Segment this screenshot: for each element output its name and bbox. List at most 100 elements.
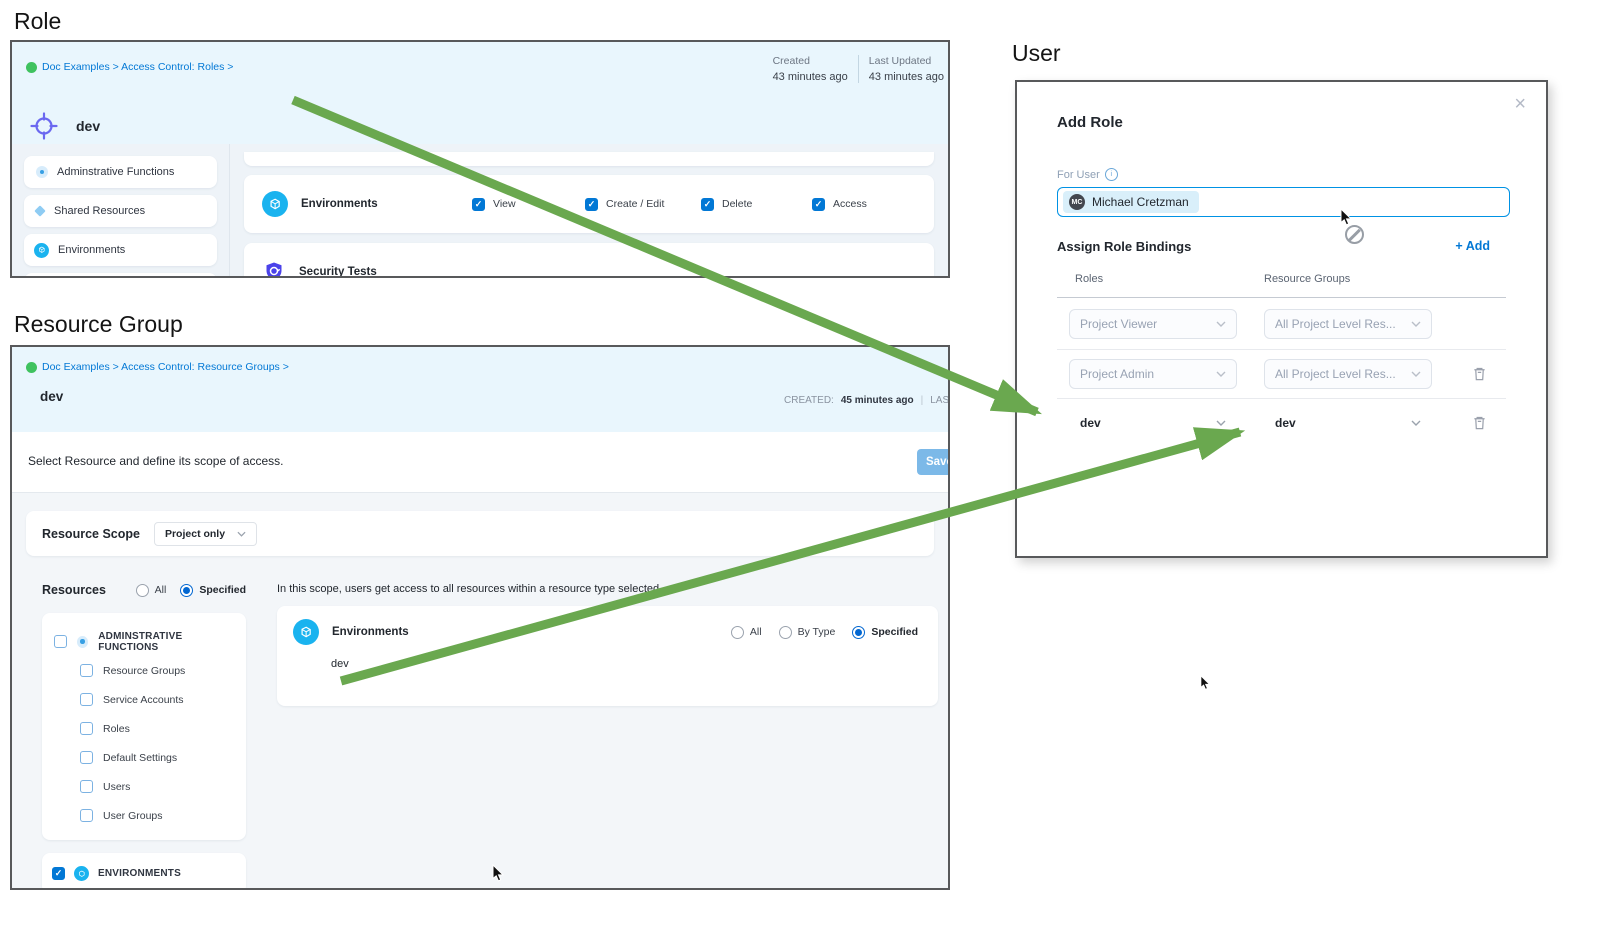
scope-all-radio[interactable]: All — [730, 625, 762, 639]
delete-checkbox[interactable] — [701, 197, 714, 211]
resources-all-radio[interactable]: All — [135, 583, 167, 597]
delete-binding-button[interactable] — [1472, 366, 1487, 382]
resource-group-select[interactable]: All Project Level Res... — [1264, 358, 1432, 389]
role-select-value: Project Viewer — [1080, 316, 1158, 331]
radio-icon[interactable] — [180, 583, 194, 597]
tree-item-roles[interactable]: Roles — [80, 714, 236, 743]
resource-group-select-value: All Project Level Res... — [1275, 316, 1396, 331]
binding-row: Project Viewer All Project Level Res... — [1057, 298, 1506, 350]
info-icon[interactable]: i — [1104, 168, 1118, 181]
breadcrumb-text[interactable]: Doc Examples > Access Control: Roles > — [42, 61, 234, 73]
add-binding-button[interactable]: + Add — [1455, 239, 1490, 253]
checkbox[interactable] — [80, 664, 93, 677]
row-label: Environments — [301, 198, 378, 210]
scope-hint-text: In this scope, users get access to all r… — [277, 583, 660, 595]
radio-icon[interactable] — [852, 625, 866, 639]
assign-role-bindings-label: Assign Role Bindings — [1057, 239, 1192, 254]
checkbox[interactable] — [80, 722, 93, 735]
radio-label: All — [154, 584, 167, 596]
role-sidebar: Adminstrative Functions Shared Resources… — [12, 144, 230, 276]
chevron-down-icon — [1216, 420, 1226, 426]
resource-group-select[interactable]: dev — [1264, 408, 1432, 438]
security-tests-permission-row: Security Tests — [244, 243, 934, 278]
scope-by-type-radio[interactable]: By Type — [778, 625, 836, 639]
tree-item-label: Default Settings — [103, 751, 178, 764]
role-select-value: dev — [1080, 415, 1101, 430]
administrative-functions-checkbox[interactable] — [54, 635, 67, 648]
chevron-down-icon — [1216, 371, 1226, 377]
resources-specified-radio[interactable]: Specified — [180, 583, 246, 597]
tree-item-service-accounts[interactable]: Service Accounts — [80, 685, 236, 714]
sidebar-item-environments[interactable]: Environments — [24, 234, 217, 266]
resource-groups-column-header: Resource Groups — [1264, 273, 1351, 285]
tree-parent-label: ADMINSTRATIVE FUNCTIONS — [98, 630, 183, 653]
last-updated-label: LAST UPD — [930, 395, 950, 406]
tree-item-default-settings[interactable]: Default Settings — [80, 743, 236, 772]
permission-label: View — [493, 198, 516, 210]
role-select[interactable]: Project Viewer — [1069, 308, 1237, 339]
radio-icon[interactable] — [730, 625, 744, 639]
binding-row: Project Admin All Project Level Res... — [1057, 349, 1506, 399]
sidebar-item-shared-resources[interactable]: Shared Resources — [24, 195, 217, 227]
sidebar-item-label: Environments — [58, 244, 126, 256]
resource-scope-value: Project only — [164, 527, 226, 540]
checkbox[interactable] — [80, 780, 93, 793]
checkbox[interactable] — [80, 809, 93, 822]
role-target-icon — [28, 110, 60, 142]
breadcrumb[interactable]: Doc Examples > Access Control: Resource … — [26, 361, 289, 373]
tree-item-label: Service Accounts — [103, 693, 184, 706]
tree-item-resource-groups[interactable]: Resource Groups — [80, 656, 236, 685]
sidebar-item-partial — [24, 273, 217, 276]
role-permissions-area: Environments View Create / Edit Delete — [230, 144, 948, 278]
resource-group-section-title: Resource Group — [14, 311, 183, 337]
project-icon — [26, 61, 37, 73]
environments-checkbox[interactable] — [52, 867, 65, 880]
row-label: Security Tests — [299, 266, 377, 278]
user-select-input[interactable]: MC Michael Cretzman — [1057, 187, 1510, 217]
resource-group-select-value: All Project Level Res... — [1275, 366, 1396, 381]
radio-icon[interactable] — [778, 625, 792, 639]
chevron-down-icon — [1411, 321, 1421, 327]
sidebar-item-administrative-functions[interactable]: Adminstrative Functions — [24, 156, 217, 188]
tree-item-users[interactable]: Users — [80, 772, 236, 801]
resource-group-select[interactable]: All Project Level Res... — [1264, 308, 1432, 339]
avatar: MC — [1069, 194, 1085, 210]
view-checkbox[interactable] — [472, 197, 485, 211]
binding-row: dev dev — [1057, 398, 1506, 447]
environments-permission-row: Environments View Create / Edit Delete — [244, 175, 934, 233]
breadcrumb-text[interactable]: Doc Examples > Access Control: Resource … — [42, 361, 289, 373]
create-edit-checkbox[interactable] — [585, 197, 598, 211]
checkbox[interactable] — [80, 751, 93, 764]
created-label: Created — [772, 55, 810, 67]
role-select[interactable]: dev — [1069, 408, 1237, 438]
tree-item-user-groups[interactable]: User Groups — [80, 801, 236, 830]
environments-scope-card: Environments All By Type Specified — [277, 606, 938, 706]
tree-parent-row[interactable]: ADMINSTRATIVE FUNCTIONS — [54, 627, 236, 656]
close-icon[interactable]: × — [1514, 93, 1526, 115]
environments-tree[interactable]: ENVIRONMENTS — [42, 853, 246, 888]
permission-access[interactable]: Access — [812, 197, 867, 211]
permission-create-edit[interactable]: Create / Edit — [585, 197, 701, 211]
environments-icon — [262, 191, 288, 217]
administrative-functions-tree: ADMINSTRATIVE FUNCTIONS Resource Groups … — [42, 613, 246, 840]
tree-parent-label: ENVIRONMENTS — [98, 868, 181, 879]
scope-item-dev[interactable]: dev — [331, 658, 349, 670]
role-select[interactable]: Project Admin — [1069, 358, 1237, 389]
radio-label: By Type — [797, 626, 836, 638]
chevron-down-icon — [237, 531, 246, 537]
radio-icon[interactable] — [135, 583, 149, 597]
permission-delete[interactable]: Delete — [701, 197, 812, 211]
scope-specified-radio[interactable]: Specified — [852, 625, 918, 639]
permission-view[interactable]: View — [472, 197, 585, 211]
delete-binding-button[interactable] — [1472, 415, 1487, 431]
breadcrumb[interactable]: Doc Examples > Access Control: Roles > — [26, 61, 233, 73]
row-label: Environments — [332, 626, 409, 638]
access-checkbox[interactable] — [812, 197, 825, 211]
meta-divider — [857, 55, 859, 83]
role-header: Doc Examples > Access Control: Roles > d… — [12, 42, 948, 144]
save-button[interactable]: Save — [917, 449, 948, 475]
tree-item-label: Resource Groups — [103, 664, 186, 677]
user-chip[interactable]: MC Michael Cretzman — [1063, 191, 1199, 213]
checkbox[interactable] — [80, 693, 93, 706]
resource-scope-select[interactable]: Project only — [153, 521, 258, 546]
